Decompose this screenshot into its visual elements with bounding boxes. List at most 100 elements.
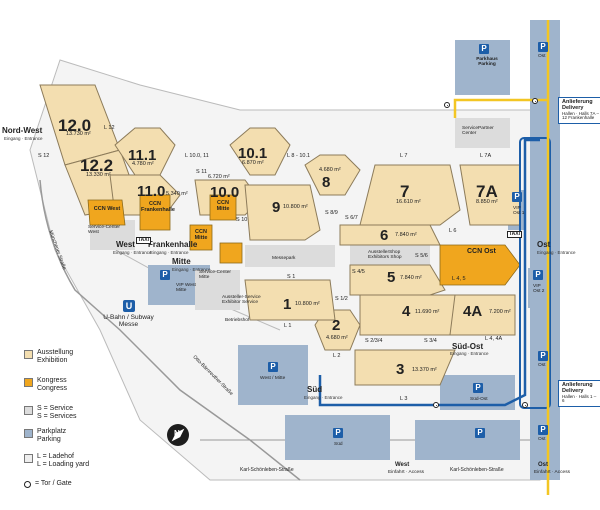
loading-l3: L 3 [400, 396, 408, 402]
hall-5-shape [349, 264, 446, 296]
loading-l6: L 6 [449, 228, 457, 234]
hall-9-label: 9 [272, 199, 281, 216]
parking-icon-suedost: P [473, 383, 483, 393]
service-s34: S 3/4 [424, 338, 437, 344]
ccn-ost-label: CCN Ost [467, 248, 496, 255]
gate-ost-title: Ost [538, 462, 549, 468]
hall-8-label: 8 [322, 174, 331, 191]
parking-icon-sued-2: P [475, 428, 485, 438]
hall-4a-shape [449, 294, 516, 336]
entrance-mitte-sub: Eingang · Entrance [172, 267, 211, 272]
service-s1: S 1 [287, 274, 296, 280]
road-karl-1: Karl-Schönleben-Straße [240, 467, 294, 473]
ccn-mitte-b-shape [189, 224, 213, 251]
parking-icon-west-mitte: P [268, 362, 278, 372]
hall-3-area: 13.370 m² [412, 367, 437, 373]
entrance-sued-title: Süd [307, 385, 323, 394]
gate-icon-2 [532, 98, 538, 104]
hall-6-shape [339, 224, 441, 246]
servicepartner-area [455, 118, 510, 148]
hall-7-area: 16.610 m² [396, 199, 421, 205]
service-s56: S 5/6 [415, 253, 428, 259]
ccn-west-shape [87, 199, 126, 226]
hall-6-label: 6 [380, 227, 389, 244]
gate-icon-3 [433, 402, 439, 408]
ccn-mitte-a-label: CCN Mitte [216, 200, 230, 212]
halls [39, 84, 521, 386]
parking-icon-ost-mid: P [538, 351, 548, 361]
legend-swatch-service [24, 406, 33, 415]
hall-3-label: 3 [396, 361, 405, 378]
betriebshof-label: Betriebshof [225, 318, 250, 323]
ccn-mitte-b-label: CCN Mitte [194, 229, 208, 241]
hall-9-area: 10.800 m² [283, 204, 308, 210]
compass [167, 424, 189, 446]
hall-7-shape [359, 164, 461, 226]
service-s89: S 8/9 [325, 210, 338, 216]
exhibitor-service-label: Aussteller-Service Exhibitor Service [222, 295, 261, 306]
loading-l44a: L 4, 4A [485, 336, 503, 342]
hall-4a-label: 4A [463, 303, 483, 320]
delivery-top-title: Anlieferung Delivery [562, 99, 593, 111]
hall-12-0-area: 13.730 m² [66, 131, 91, 137]
parking-icon-parkhaus: P [479, 44, 489, 54]
parking-west-mitte [238, 345, 308, 405]
hall-1-area: 10.800 m² [295, 301, 320, 307]
munchener-road [39, 179, 301, 481]
hall-7-label: 7 [400, 182, 410, 201]
hall-4a-area: 7.200 m² [489, 309, 511, 315]
entrance-suedost-sub: Eingang · Entrance [450, 351, 489, 356]
ccn-mitte-c-shape [219, 242, 243, 264]
ubahn-icon: U [123, 300, 135, 312]
parking-sued-2 [415, 420, 520, 460]
entrance-suedost-title: Süd-Ost [452, 342, 484, 351]
ost-mid-label: Ost [538, 363, 546, 368]
hall-12-2-label: 12.2 [80, 156, 114, 175]
road-karl-2: Karl-Schönleben-Straße [450, 467, 504, 473]
shop-label: AusstellerShop Exhibitors Shop [368, 250, 402, 261]
loading-l8-101: L 8 - 10.1 [287, 153, 311, 159]
sued-parking-label: Süd [334, 442, 343, 447]
service-s12b: S 1/2 [335, 296, 348, 302]
suedost-parking-label: Süd-Ost [470, 397, 488, 402]
parking-icon-ost-top: P [538, 42, 548, 52]
hall-5-label: 5 [387, 269, 396, 286]
entrance-sued-sub: Eingang · Entrance [304, 395, 343, 400]
entrance-nordwest-title: Nord-West [2, 126, 43, 135]
hall-10-1-area: 6.870 m² [242, 160, 264, 166]
legend-swatch-parking [24, 429, 33, 438]
parking-icon-vip-ost2: P [533, 270, 543, 280]
ost-top-label: Ost [538, 54, 546, 59]
servicepartner-label: ServicePartner Center [462, 126, 494, 137]
hall-7a-area: 8.850 m² [476, 199, 498, 205]
parking-ost [530, 20, 560, 480]
entrance-west-sub: Eingang · Entrance [113, 250, 152, 255]
taxi-ost: TAXI [507, 231, 523, 239]
ubahn-label: U-Bahn / Subway Messe [103, 314, 154, 328]
hall-9-shape [244, 184, 321, 241]
delivery-bottom-title: Anlieferung Delivery [562, 382, 593, 394]
hall-1-shape [244, 279, 336, 321]
hall-2-label: 2 [332, 317, 341, 334]
gate-west-sub: Einfahrt · Access [388, 470, 424, 475]
messepark-label: Messepark [272, 256, 296, 261]
ccn-mitte-a-shape [209, 194, 237, 221]
hall-10-1-label: 10.1 [238, 145, 268, 162]
service-center-west-label: Service-Center West [88, 225, 120, 236]
gate-icon-4 [522, 402, 528, 408]
entrance-frankenhalle-title: Frankenhalle [148, 240, 198, 249]
hall-10-0-area: 6.720 m² [208, 174, 230, 180]
hall-3-shape [354, 349, 456, 386]
ccn-frankenhalle-label: CCN Frankenhalle [141, 201, 175, 213]
entrance-mitte-title: Mitte [172, 257, 191, 266]
loading-l45: L 4, 5 [452, 276, 466, 282]
hall-11-1-area: 4.780 m² [132, 161, 154, 167]
ost-route-outline [519, 137, 551, 409]
service-s10: S 10 [236, 217, 248, 223]
service-center-mitte-label: Service-Center Mitte [199, 270, 231, 281]
